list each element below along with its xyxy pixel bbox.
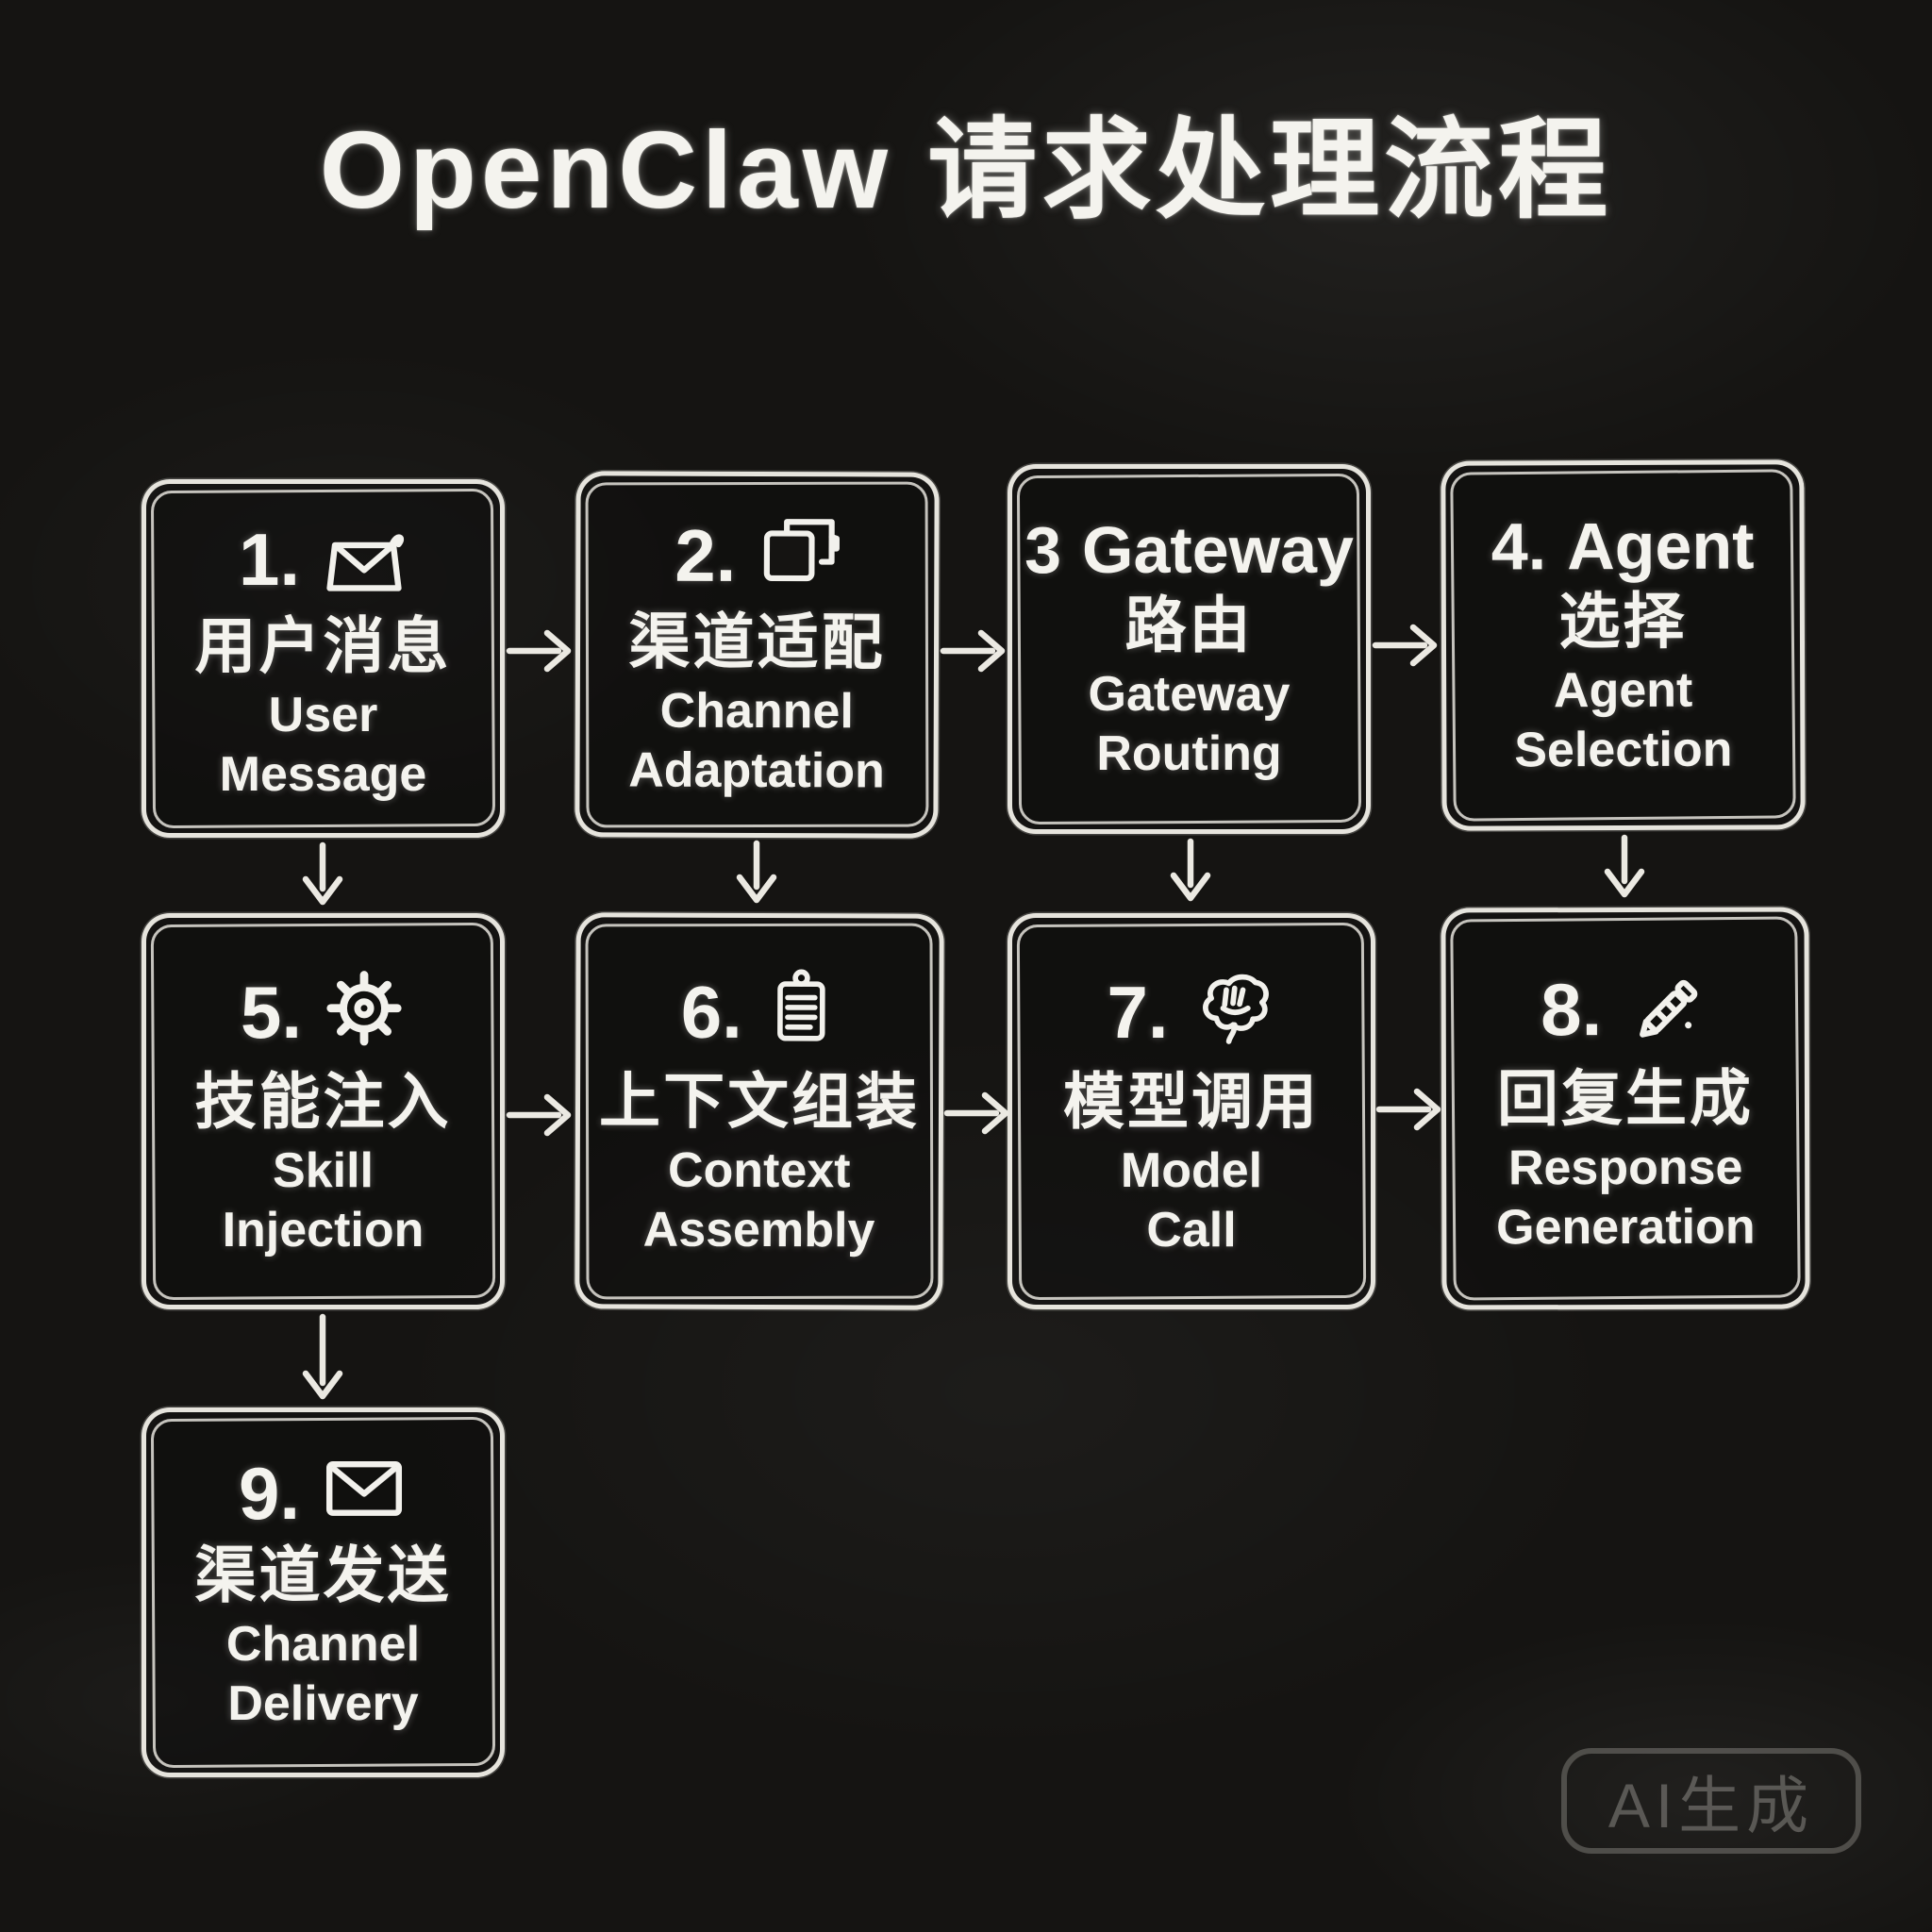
node-number-row: 5. <box>241 965 406 1059</box>
gear-icon <box>323 965 406 1059</box>
node-skill-injection: 5. 技能注入 Skill Injection <box>142 913 505 1309</box>
node-number-row: 9. <box>239 1454 408 1533</box>
node-label-en: Call <box>1146 1202 1237 1257</box>
node-label-en: Generation <box>1496 1199 1756 1255</box>
arrow-6-to-7 <box>943 1083 1011 1143</box>
node-number-row: 3 Gateway <box>1024 517 1354 583</box>
node-user-message: 1. 用户消息 User Message <box>142 479 505 838</box>
node-label-en: User <box>268 688 378 743</box>
node-number: 3 <box>1024 513 1061 588</box>
arrow-1-to-2 <box>506 621 574 681</box>
node-number-row: 6. <box>681 965 839 1060</box>
arrow-7-to-8 <box>1375 1079 1443 1140</box>
node-response-generation: 8. 回复生成 Response Generation <box>1441 907 1810 1310</box>
node-number-row: 2. <box>675 511 841 601</box>
node-label-zh: 技能注入 <box>194 1067 452 1137</box>
node-head-label: Agent <box>1567 508 1755 584</box>
node-label-en: Agent <box>1553 663 1693 719</box>
node-label-en: Context <box>667 1143 851 1199</box>
node-number-row: 1. <box>239 515 408 604</box>
arrow-5-to-6 <box>506 1085 574 1145</box>
node-number: 1. <box>238 518 301 602</box>
node-label-zh: 上下文组装 <box>598 1066 921 1137</box>
node-agent-selection: 4. Agent 选择 Agent Selection <box>1441 459 1806 831</box>
pen-icon <box>1623 962 1709 1057</box>
node-gateway-routing: 3 Gateway 路由 Gateway Routing <box>1008 464 1371 834</box>
node-label-en: Channel <box>225 1617 421 1673</box>
arrow-2-to-3 <box>940 621 1008 681</box>
node-label-en: Skill <box>273 1143 374 1199</box>
node-label-en: Delivery <box>227 1675 419 1731</box>
node-number: 9. <box>238 1452 301 1536</box>
node-head-label: Gateway <box>1082 513 1354 588</box>
node-label-zh: 渠道发送 <box>194 1541 452 1610</box>
node-label-en: Injection <box>222 1202 425 1257</box>
node-label-zh: 用户消息 <box>194 611 452 681</box>
node-label-en: Channel <box>659 684 854 740</box>
ai-generated-watermark-badge: AI生成 <box>1561 1748 1861 1854</box>
node-label-zh: 选择 <box>1558 586 1688 657</box>
node-label-en: Model <box>1120 1143 1263 1199</box>
arrow-5-to-9 <box>294 1313 351 1404</box>
arrow-1-to-5 <box>294 841 351 909</box>
node-number: 7. <box>1107 971 1169 1055</box>
node-label-zh: 渠道适配 <box>628 607 886 677</box>
page-title: OpenClaw 请求处理流程 <box>319 108 1613 231</box>
node-context-assembly: 6. 上下文组装 Context Assembly <box>575 912 944 1310</box>
node-channel-adaptation: 2. 渠道适配 Channel Adaptation <box>575 471 940 839</box>
node-label-zh: 路由 <box>1124 591 1254 660</box>
node-number-row: 4. Agent <box>1491 508 1755 584</box>
node-number: 6. <box>680 970 743 1055</box>
node-label-en: Selection <box>1514 722 1733 778</box>
envelope-open-icon <box>321 515 408 604</box>
node-label-en: Response <box>1507 1141 1743 1196</box>
node-number: 8. <box>1541 968 1603 1052</box>
arrow-4-to-8 <box>1596 834 1653 902</box>
node-label-en: Assembly <box>642 1202 875 1258</box>
envelope-icon <box>321 1454 408 1533</box>
watermark-label: AI生成 <box>1607 1771 1815 1840</box>
notepad-icon <box>763 965 839 1059</box>
node-number: 5. <box>240 971 303 1055</box>
node-label-en: Routing <box>1096 725 1282 781</box>
node-number: 4. <box>1491 509 1547 584</box>
arrow-3-to-7 <box>1162 838 1219 906</box>
brain-icon <box>1190 965 1276 1059</box>
node-label-en: Message <box>219 746 427 802</box>
node-label-en: Adaptation <box>628 742 885 799</box>
node-number-row: 7. <box>1107 965 1275 1059</box>
node-label-zh: 回复生成 <box>1496 1063 1755 1134</box>
node-label-zh: 模型调用 <box>1062 1067 1320 1137</box>
node-number: 2. <box>675 513 737 598</box>
node-label-en: Gateway <box>1088 667 1291 723</box>
node-model-call: 7. 模型调用 Model Call <box>1008 913 1375 1309</box>
node-channel-delivery: 9. 渠道发送 Channel Delivery <box>142 1407 505 1777</box>
channel-overlap-icon <box>757 511 841 600</box>
arrow-2-to-6 <box>728 840 785 908</box>
node-number-row: 8. <box>1541 962 1709 1057</box>
arrow-3-to-4 <box>1372 615 1440 675</box>
